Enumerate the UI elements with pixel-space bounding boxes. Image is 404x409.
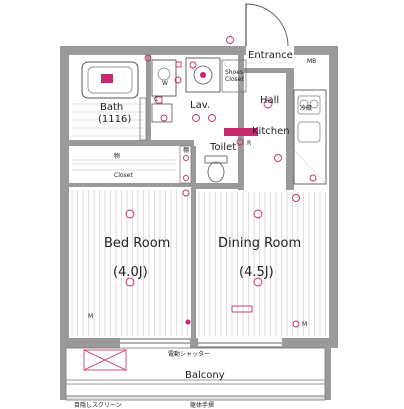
electrical-symbols [125,36,317,328]
shelf-label: 棚 [183,146,189,154]
room-dining-label: Dining Room [218,236,301,251]
mirror-marker-2: M [302,321,307,328]
shoes-closet-label-1: Shoes [225,69,243,76]
aircon-outdoor-unit [83,349,127,371]
washer-label: W [162,80,168,87]
toilet-fixture [204,155,228,183]
wash-basin [185,57,221,93]
washing-machine [151,59,177,97]
bath-floor-grid [72,103,144,137]
screen-label: 目隠しスクリーン [74,401,122,409]
entrance-floor [247,57,294,64]
mb-label: MB [307,58,316,65]
entrance-door [245,3,289,47]
balcony-window [120,338,282,348]
bath-shelf [139,97,147,141]
room-hall-label: Hall [260,95,279,106]
bath-size-label: (1116) [98,114,131,125]
bathtub [81,61,139,99]
railing-label: 躯体手摺 [190,401,214,409]
closet-hatch [72,159,176,171]
room-entrance-label: Entrance [248,50,293,61]
balcony-outline [65,347,326,401]
shutter-label: 電動シャッター [168,350,210,358]
bedroom-size-label: (4.0J) [113,265,148,280]
dining-size-label: (4.5J) [239,265,274,280]
corridor-c-marker: C [154,96,158,103]
room-lav-label: Lav. [190,100,210,111]
room-bedroom-label: Bed Room [104,236,170,251]
closet-kanji-label: 物 [114,152,120,160]
toilet-tank-closet [179,145,192,184]
kitchen-hood [224,128,258,136]
room-closet-label: Closet [114,172,133,179]
shoes-closet-label-2: Closet [225,76,244,83]
room-kitchen-label: Kitchen [252,126,290,137]
room-bath-label: Bath [100,102,123,113]
walls [60,46,338,400]
lav-counter [151,103,173,123]
kitchen-counter [293,89,327,185]
room-toilet-label: Toilet [209,142,236,153]
refrigerator-label: 冷蔵 [300,104,312,112]
room-balcony-label: Balcony [185,370,225,381]
floor-boarding [71,190,326,336]
mirror-marker-1: M [88,313,93,320]
corridor-r-marker: R [247,140,251,147]
shoes-closet [221,59,247,93]
